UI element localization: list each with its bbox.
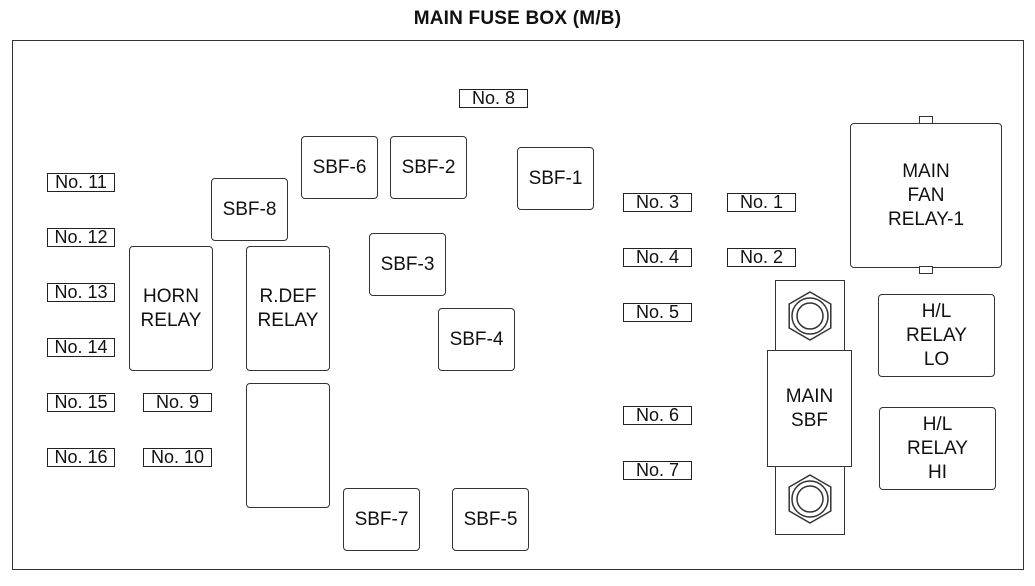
fuse-no7: No. 7 xyxy=(623,461,692,480)
fuse-no15: No. 15 xyxy=(47,393,115,412)
hl-relay-lo: H/L RELAY LO xyxy=(878,294,995,377)
sbf-8: SBF-8 xyxy=(211,178,288,241)
fuse-no11: No. 11 xyxy=(47,173,115,192)
diagram-title: MAIN FUSE BOX (M/B) xyxy=(413,8,622,29)
fuse-no14: No. 14 xyxy=(47,338,115,357)
sbf-6: SBF-6 xyxy=(301,136,378,199)
horn-relay: HORN RELAY xyxy=(129,246,213,371)
fuse-no2: No. 2 xyxy=(727,248,796,267)
main-sbf: MAIN SBF xyxy=(767,350,852,467)
fan-relay-top-tab xyxy=(919,116,933,124)
fuse-no10: No. 10 xyxy=(143,448,212,467)
fuse-no4: No. 4 xyxy=(623,248,692,267)
bottom-terminal-nut-icon xyxy=(788,474,832,524)
fuse-no9: No. 9 xyxy=(143,393,212,412)
hl-relay-hi: H/L RELAY HI xyxy=(879,407,996,490)
sbf-3: SBF-3 xyxy=(369,233,446,296)
fuse-no3: No. 3 xyxy=(623,193,692,212)
fuse-no16: No. 16 xyxy=(47,448,115,467)
main-fan-relay-1: MAIN FAN RELAY-1 xyxy=(850,123,1002,268)
sbf-7: SBF-7 xyxy=(343,488,420,551)
fuse-no6: No. 6 xyxy=(623,406,692,425)
rdef-relay: R.DEF RELAY xyxy=(246,246,330,371)
fuse-no8: No. 8 xyxy=(459,89,528,108)
sbf-2: SBF-2 xyxy=(390,136,467,199)
top-terminal-nut-icon xyxy=(788,291,832,341)
empty-relay-slot xyxy=(246,383,330,508)
sbf-1: SBF-1 xyxy=(517,147,594,210)
fuse-no1: No. 1 xyxy=(727,193,796,212)
fuse-no12: No. 12 xyxy=(47,228,115,247)
sbf-5: SBF-5 xyxy=(452,488,529,551)
sbf-4: SBF-4 xyxy=(438,308,515,371)
fuse-no13: No. 13 xyxy=(47,283,115,302)
fuse-box-outline xyxy=(12,40,1024,570)
fuse-no5: No. 5 xyxy=(623,303,692,322)
fan-relay-bottom-tab xyxy=(919,266,933,274)
